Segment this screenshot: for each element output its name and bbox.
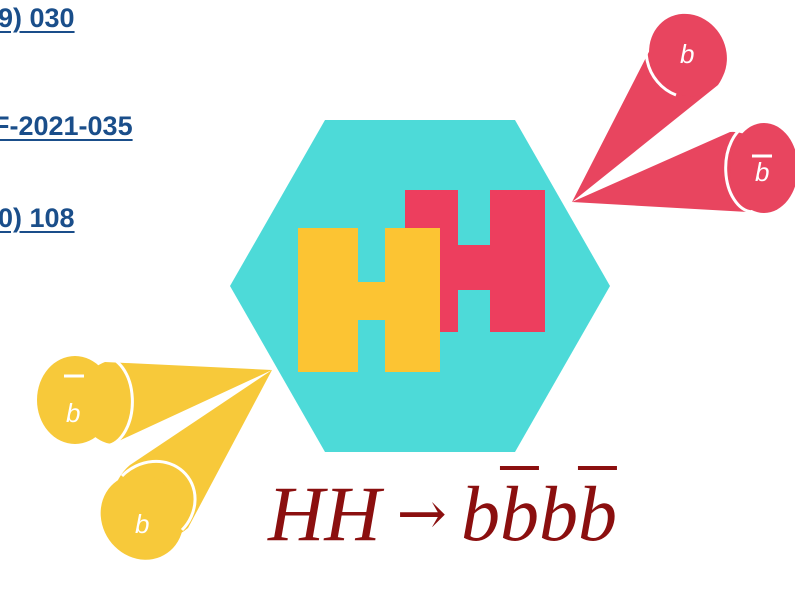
jet-cap-lower-left-2: [100, 474, 184, 560]
jet-label-b-lower-2: b: [135, 509, 149, 539]
reference-link-2[interactable]: F-2021-035: [0, 111, 133, 141]
equation-bbar-2: b: [577, 470, 617, 557]
upper-right-jets: [572, 13, 795, 214]
equation-b1: b: [460, 470, 500, 557]
reference-link-3[interactable]: 0) 108: [0, 203, 75, 233]
equation-bbar-1: b: [499, 470, 539, 557]
arrow-icon: →: [396, 479, 447, 549]
h-letter-yellow: [298, 228, 440, 372]
equation-lhs: HH: [268, 470, 381, 557]
decay-equation: HH→bbbb: [268, 475, 617, 553]
jet-label-b-upper-1: b: [680, 39, 694, 69]
equation-b3: b: [538, 470, 578, 557]
lower-left-jets: [37, 355, 273, 560]
jet-label-bbar-upper-2: b: [755, 157, 769, 187]
jet-label-bbar-lower-1: b: [66, 398, 80, 428]
jet-cap-upper-right-1: [649, 13, 727, 97]
jet-cap-upper-right-2: [730, 123, 795, 213]
jet-cone-upper-right-2: [572, 131, 769, 212]
reference-link-1[interactable]: 9) 030: [0, 3, 75, 33]
jet-cap-lower-left-1: [37, 356, 113, 444]
